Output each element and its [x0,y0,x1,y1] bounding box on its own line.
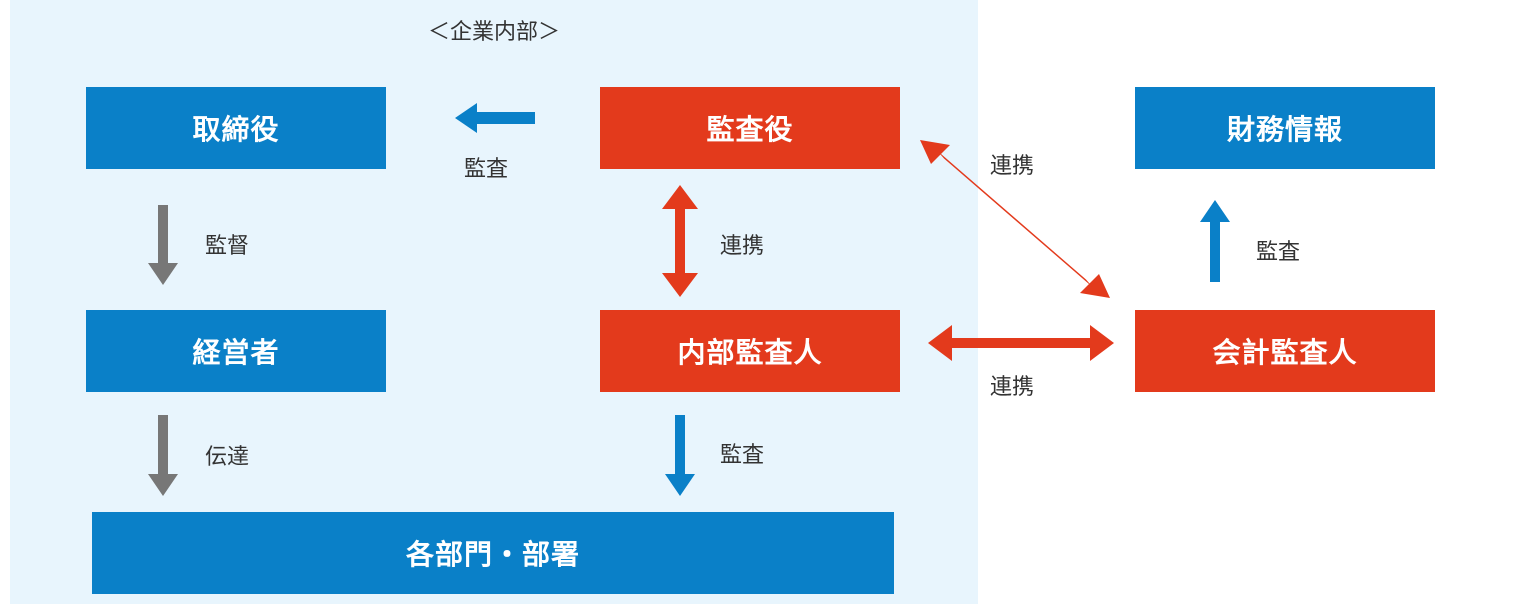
node-directors: 取締役 [86,87,386,169]
label-directors-to-management: 監督 [205,234,250,259]
arrow-accounting-to-financial [1200,200,1230,282]
label-management-to-departments: 伝達 [205,445,250,470]
label-internal-to-departments: 監査 [720,443,765,468]
label-internal-accounting-link: 連携 [990,375,1035,400]
node-internal-auditor: 内部監査人 [600,310,900,392]
node-departments: 各部門・部署 [92,512,894,594]
node-accounting-auditor: 会計監査人 [1135,310,1435,392]
node-auditors: 監査役 [600,87,900,169]
arrow-internal-to-departments [665,415,695,496]
arrow-auditors-internal-link [662,185,698,297]
label-auditors-accounting-link: 連携 [990,154,1035,179]
arrow-management-to-departments [148,415,178,496]
node-management: 経営者 [86,310,386,392]
label-accounting-to-financial: 監査 [1256,240,1301,265]
node-financial-info: 財務情報 [1135,87,1435,169]
arrow-auditors-to-directors [455,103,535,133]
arrow-internal-accounting-link [928,325,1114,361]
arrow-auditors-accounting-shaft [937,150,1093,288]
label-auditors-internal-link: 連携 [720,234,765,259]
region-label: ＜企業内部＞ [427,20,560,45]
arrow-auditors-accounting-link [920,140,1110,298]
label-auditors-to-directors: 監査 [464,157,509,182]
arrow-directors-to-management [148,205,178,285]
